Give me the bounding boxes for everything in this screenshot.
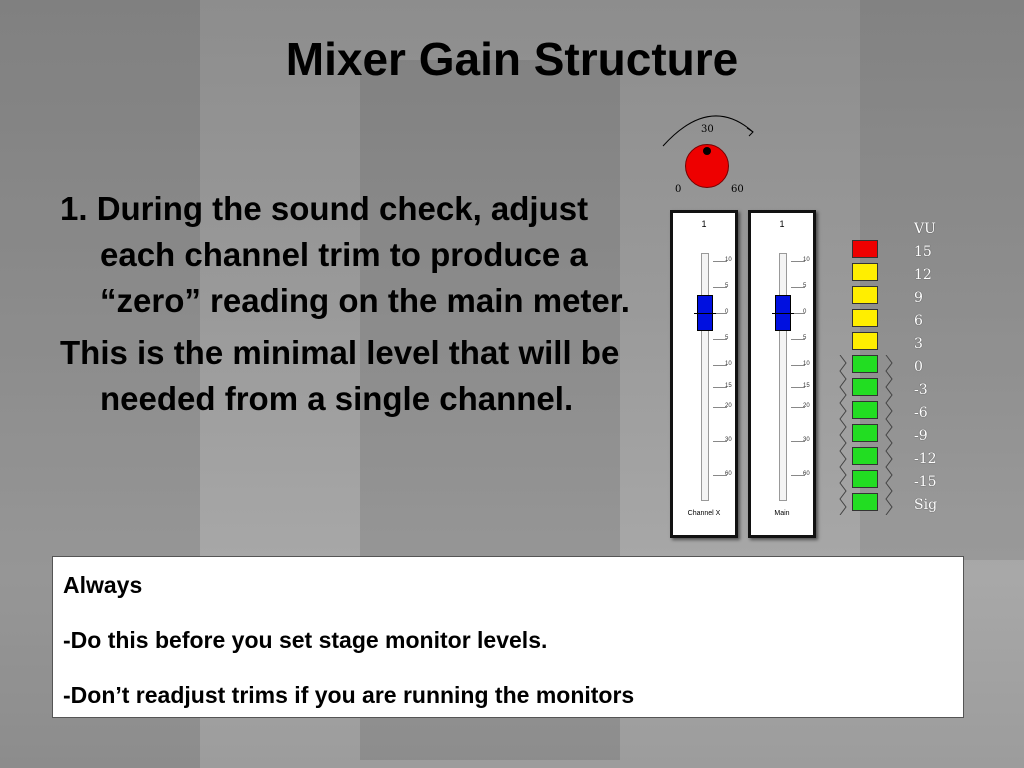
fader-tick-label: 20 bbox=[803, 403, 810, 409]
fader-tick bbox=[713, 407, 727, 408]
fader-tick-label: 30 bbox=[725, 437, 732, 443]
vu-led bbox=[852, 447, 878, 465]
fader-tick-label: 0 bbox=[725, 309, 729, 315]
vu-led bbox=[852, 286, 878, 304]
vu-led bbox=[852, 401, 878, 419]
fader-tick-label: 30 bbox=[803, 437, 810, 443]
vu-zigzag-left-icon bbox=[839, 355, 847, 515]
vu-scale-label: -6 bbox=[914, 405, 928, 421]
vu-led bbox=[852, 493, 878, 511]
vu-zigzag-right-icon bbox=[885, 355, 893, 515]
fader-tick-label: 15 bbox=[725, 383, 732, 389]
fader-tick bbox=[791, 407, 805, 408]
fader-number: 1 bbox=[779, 219, 785, 229]
note-line: -Don’t readjust trims if you are running… bbox=[63, 682, 635, 708]
fader-tick-label: 10 bbox=[803, 361, 810, 367]
fader-track bbox=[779, 253, 787, 501]
note-box: Always -Do this before you set stage mon… bbox=[52, 556, 964, 718]
vu-scale-label: -12 bbox=[914, 451, 937, 467]
fader-number: 1 bbox=[701, 219, 707, 229]
vu-led bbox=[852, 309, 878, 327]
fader-tick bbox=[713, 287, 727, 288]
fader-tick-label: 10 bbox=[803, 257, 810, 263]
fader-tick bbox=[791, 441, 805, 442]
vu-scale-label: 12 bbox=[914, 267, 932, 283]
vu-scale-label: 15 bbox=[914, 244, 932, 260]
instruction-paragraph: 1. During the sound check, adjust each c… bbox=[60, 190, 630, 319]
vu-scale-label: -15 bbox=[914, 474, 937, 490]
fader-tick bbox=[791, 261, 805, 262]
fader-tick-label: 0 bbox=[803, 309, 807, 315]
fader-tick-label: 10 bbox=[725, 257, 732, 263]
vu-led bbox=[852, 424, 878, 442]
vu-scale-title: VU bbox=[914, 221, 936, 237]
fader-tick bbox=[713, 365, 727, 366]
vu-led bbox=[852, 378, 878, 396]
fader-name: Main bbox=[774, 510, 790, 517]
fader-tick bbox=[791, 313, 805, 314]
fader-tick bbox=[713, 313, 727, 314]
vu-scale-label: -9 bbox=[914, 428, 928, 444]
note-line: -Do this before you set stage monitor le… bbox=[63, 627, 548, 653]
slide-body: 1. During the sound check, adjust each c… bbox=[60, 186, 660, 428]
fader-tick bbox=[713, 475, 727, 476]
vu-led bbox=[852, 240, 878, 258]
knob-arc-arrow-icon bbox=[662, 115, 754, 147]
fader-tick bbox=[713, 387, 727, 388]
fader-tick bbox=[713, 261, 727, 262]
fader-name: Channel X bbox=[687, 510, 721, 517]
knob-circle bbox=[685, 144, 729, 188]
fader-cap[interactable] bbox=[772, 295, 794, 331]
vu-scale-label: 3 bbox=[914, 336, 923, 352]
knob-label-top: 30 bbox=[701, 124, 714, 135]
slide-title: Mixer Gain Structure bbox=[285, 33, 739, 85]
fader-tick-label: 10 bbox=[725, 361, 732, 367]
fader-tick bbox=[791, 365, 805, 366]
vu-scale-label: 6 bbox=[914, 313, 923, 329]
vu-led bbox=[852, 263, 878, 281]
fader-tick bbox=[791, 287, 805, 288]
gain-knob-icon: 30 0 60 bbox=[655, 102, 765, 198]
fader-tick bbox=[713, 441, 727, 442]
knob-indicator bbox=[703, 147, 711, 155]
note-heading: Always bbox=[63, 572, 143, 598]
fader-tick bbox=[791, 339, 805, 340]
fader-tick bbox=[791, 475, 805, 476]
fader-tick-label: 5 bbox=[803, 335, 807, 341]
fader-tick-label: 5 bbox=[725, 335, 729, 341]
fader-tick-label: 15 bbox=[803, 383, 810, 389]
fader-tick bbox=[713, 339, 727, 340]
fader-tick-label: 5 bbox=[725, 283, 729, 289]
vu-scale-label: 9 bbox=[914, 290, 923, 306]
vu-scale: VU 15 12 9 6 3 0 -3 -6 -9 -12 -15 Sig bbox=[914, 218, 937, 517]
explanation-paragraph: This is the minimal level that will be n… bbox=[60, 334, 620, 417]
fader-track bbox=[701, 253, 709, 501]
fader-cap[interactable] bbox=[694, 295, 716, 331]
vu-scale-label: Sig bbox=[914, 497, 938, 513]
knob-label-left: 0 bbox=[675, 184, 682, 195]
vu-scale-label: -3 bbox=[914, 382, 928, 398]
fader-tick-label: 5 bbox=[803, 283, 807, 289]
vu-led bbox=[852, 355, 878, 373]
fader-tick bbox=[791, 387, 805, 388]
knob-label-right: 60 bbox=[731, 184, 744, 195]
vu-led bbox=[852, 470, 878, 488]
fader-tick-label: 60 bbox=[725, 471, 732, 477]
fader-tick-label: 20 bbox=[725, 403, 732, 409]
fader-tick-label: 60 bbox=[803, 471, 810, 477]
vu-scale-label: 0 bbox=[914, 359, 923, 375]
background-tree bbox=[860, 0, 1024, 560]
main-fader: 1 10 5 0 5 10 15 20 30 60 Main bbox=[748, 210, 816, 538]
vu-led bbox=[852, 332, 878, 350]
channel-fader: 1 10 5 0 5 10 15 20 30 60 Channel X bbox=[670, 210, 738, 538]
